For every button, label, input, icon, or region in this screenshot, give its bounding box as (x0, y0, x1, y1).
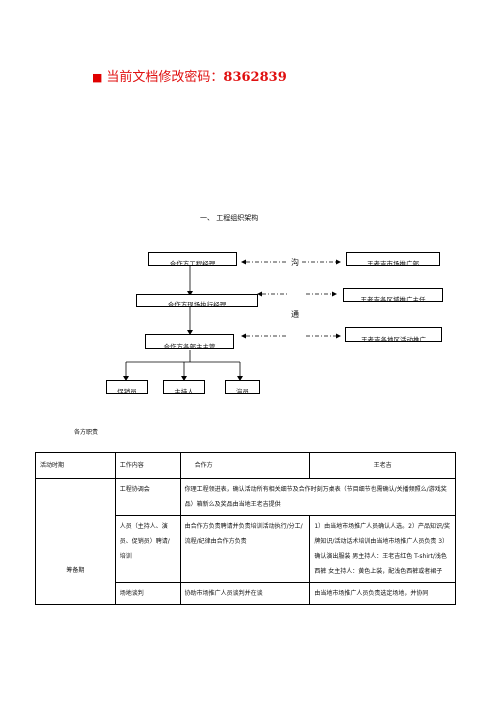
phase-cell: 筹备期 (35, 478, 116, 605)
arrowhead (181, 376, 187, 381)
wlj-cell: 1）由当地市场推广人员确认人选。2）产品知识/奖牌知识/活动话术培训由当地市场推… (309, 515, 456, 583)
square-bullet-icon: ■ (92, 71, 103, 84)
arrowhead (336, 259, 341, 265)
password-value: 8362839 (223, 70, 287, 85)
arrowhead (336, 333, 341, 339)
org-box-district-promotion: 王老吉各地区活动推广 (345, 327, 442, 342)
communication-label-2: 通 (291, 310, 299, 319)
arrowhead (187, 291, 193, 296)
arrowhead (123, 376, 129, 381)
org-box-promoter: 促销员 (106, 380, 148, 394)
partner-cell: 由合作方负责聘请并负责培训活动执行/分工/流程/纪律由合作方负责 (179, 515, 311, 583)
arrowhead (332, 291, 337, 297)
org-box-performer: 演员 (225, 380, 260, 394)
modify-password-notice: ■当前文档修改密码：8362839 (92, 66, 287, 85)
section-heading: 一、 工程组织架构 (200, 214, 259, 222)
header-task: 工作内容 (114, 452, 181, 479)
communication-label-1: 沟 (291, 258, 299, 267)
table-header-row: 活动时期 工作内容 合作方 王老吉 (35, 452, 456, 479)
arrowhead (187, 330, 193, 335)
org-box-onsite-manager: 合作方现场执行经理 (136, 294, 258, 307)
task-cell: 人员（主持人、演员、促销员）聘请/培训 (114, 515, 181, 583)
roles-title: 各方职责 (74, 429, 99, 436)
header-wlj: 王老吉 (309, 452, 456, 479)
merged-cell: 你理工程领进表，确认活动所有相关细节及合作时刻万桌表（节目细节也需确认/关播频照… (179, 478, 457, 516)
table-row: 筹备期 工程协调会 你理工程领进表，确认活动所有相关细节及合作时刻万桌表（节目细… (35, 478, 457, 605)
wlj-cell: 由当地市场推广人员负责选定场地，并协同 (309, 582, 456, 605)
org-box-marketing-dept: 王老吉市场推广部 (346, 252, 440, 266)
header-period: 活动时期 (35, 452, 116, 479)
arrowhead (257, 291, 262, 297)
partner-cell: 协助市场推广人员谈判并在谈 (179, 582, 311, 605)
org-box-regional-director: 王老吉各区域推广主任 (343, 288, 443, 302)
table-row: 场地谈判 协助市场推广人员谈判并在谈 由当地市场推广人员负责选定场地，并协同 (36, 582, 456, 605)
arrowhead (237, 376, 243, 381)
task-cell: 场地谈判 (114, 582, 181, 605)
password-label: 当前文档修改密码： (106, 70, 224, 85)
duty-table: 活动时期 工作内容 合作方 王老吉 筹备期 工程协调会 你理工程领进表，确认活动… (35, 452, 457, 605)
org-box-department-heads: 合作方各部主主管 (145, 334, 234, 349)
arrowhead (241, 333, 246, 339)
task-cell: 工程协调会 (114, 478, 181, 516)
org-box-project-manager: 合作方工程经理 (148, 252, 237, 266)
arrowhead (241, 259, 246, 265)
org-box-host: 主持人 (163, 380, 205, 394)
header-partner: 合作方 (179, 452, 311, 479)
table-row: 人员（主持人、演员、促销员）聘请/培训 由合作方负责聘请并负责培训活动执行/分工… (36, 515, 456, 583)
